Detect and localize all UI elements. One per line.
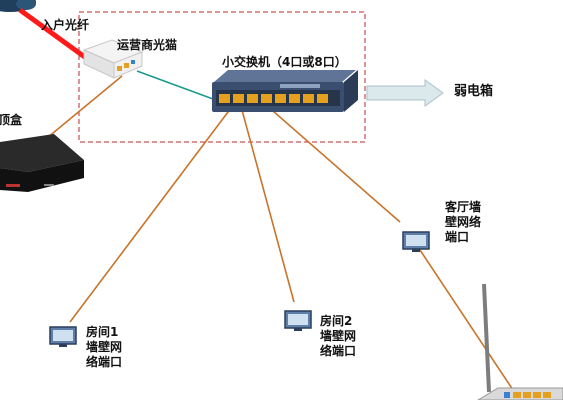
label-fiber-in: 入户光纤 [41,18,90,32]
cable-switch-to-room1 [69,107,232,323]
cable-modem-to-switch [136,70,214,100]
cable-living-room-to-router [419,249,516,394]
label-room1-port: 房间1 墙壁网 络端口 [86,325,123,369]
router-icon [477,283,563,400]
modem-icon [82,39,144,79]
label-living-room-port: 客厅墙 壁网络 端口 [445,200,482,244]
cable-switch-to-living-room [264,103,401,223]
label-iptv-box: 机顶盒 [0,113,23,127]
switch-icon [212,70,358,112]
label-small-switch: 小交换机（4口或8口） [222,55,347,69]
label-isp-modem: 运营商光猫 [117,38,178,52]
monitor-icon [402,231,430,252]
label-weak-current-box: 弱电箱 [454,84,494,99]
monitor-icon [284,310,312,331]
cloud-icon [0,0,36,12]
label-room2-port: 房间2 墙壁网 络端口 [320,314,357,358]
cable-switch-to-room2 [241,109,295,303]
monitor-icon [49,326,77,347]
fiber-line [18,7,95,66]
set-top-box-icon [0,134,84,192]
arrow-right-icon [366,79,444,107]
